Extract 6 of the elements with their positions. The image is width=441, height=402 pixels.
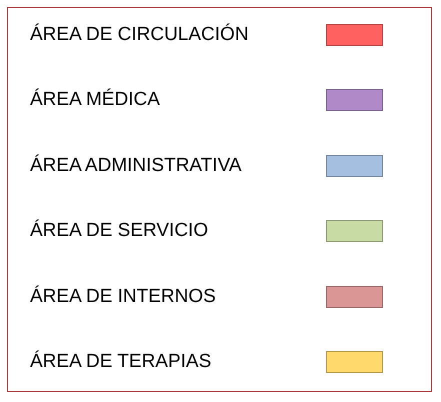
legend-label: ÁREA DE TERAPIAS <box>30 350 212 373</box>
legend-label: ÁREA DE SERVICIO <box>30 220 208 242</box>
legend-label: ÁREA DE CIRCULACIÓN <box>30 24 249 46</box>
legend-label: ÁREA MÉDICA <box>30 89 160 112</box>
legend-label: ÁREA ADMINISTRATIVA <box>30 154 242 177</box>
legend-label: ÁREA DE INTERNOS <box>30 286 216 308</box>
